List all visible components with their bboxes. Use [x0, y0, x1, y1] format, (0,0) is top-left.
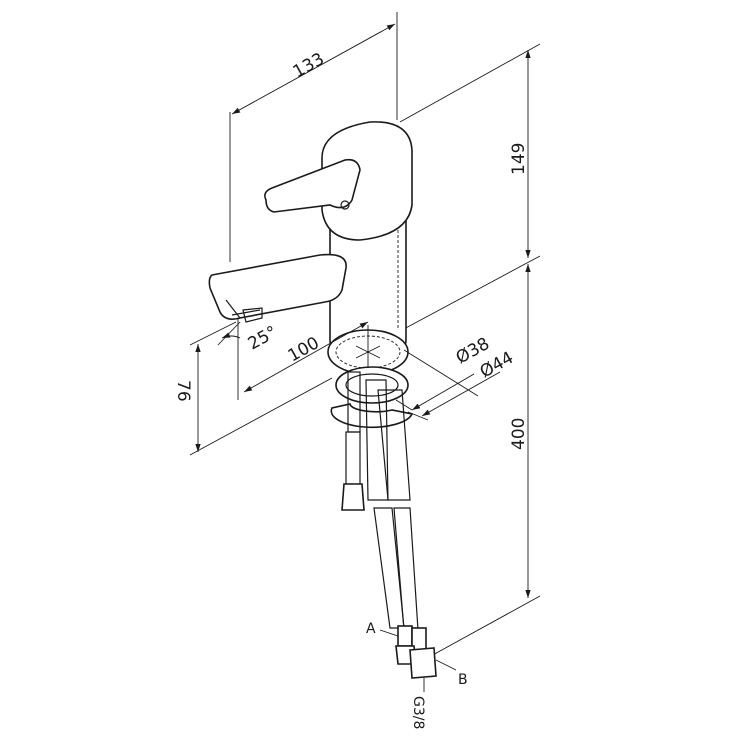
dimension-400: 400 [419, 264, 541, 663]
dimension-76: 76 [173, 321, 333, 456]
dimension-diameters: Ø38 Ø44 [395, 334, 517, 421]
dim-400-label: 400 [509, 418, 529, 450]
hoses [365, 379, 437, 679]
dimension-angle: 25° [217, 321, 281, 354]
dim-100-label: 100 [285, 333, 323, 366]
connection-labels: A B G3/8 [366, 621, 468, 729]
label-a: A [366, 621, 376, 637]
dim-25-label: 25° [245, 322, 281, 354]
dim-133-label: 133 [290, 49, 328, 82]
dimension-149: 149 [399, 43, 541, 331]
label-g38: G3/8 [410, 696, 426, 729]
dim-149-label: 149 [509, 143, 529, 175]
base-flange [327, 325, 414, 511]
label-b: B [458, 672, 468, 688]
faucet-body [208, 121, 413, 363]
dim-76-label: 76 [173, 380, 193, 402]
